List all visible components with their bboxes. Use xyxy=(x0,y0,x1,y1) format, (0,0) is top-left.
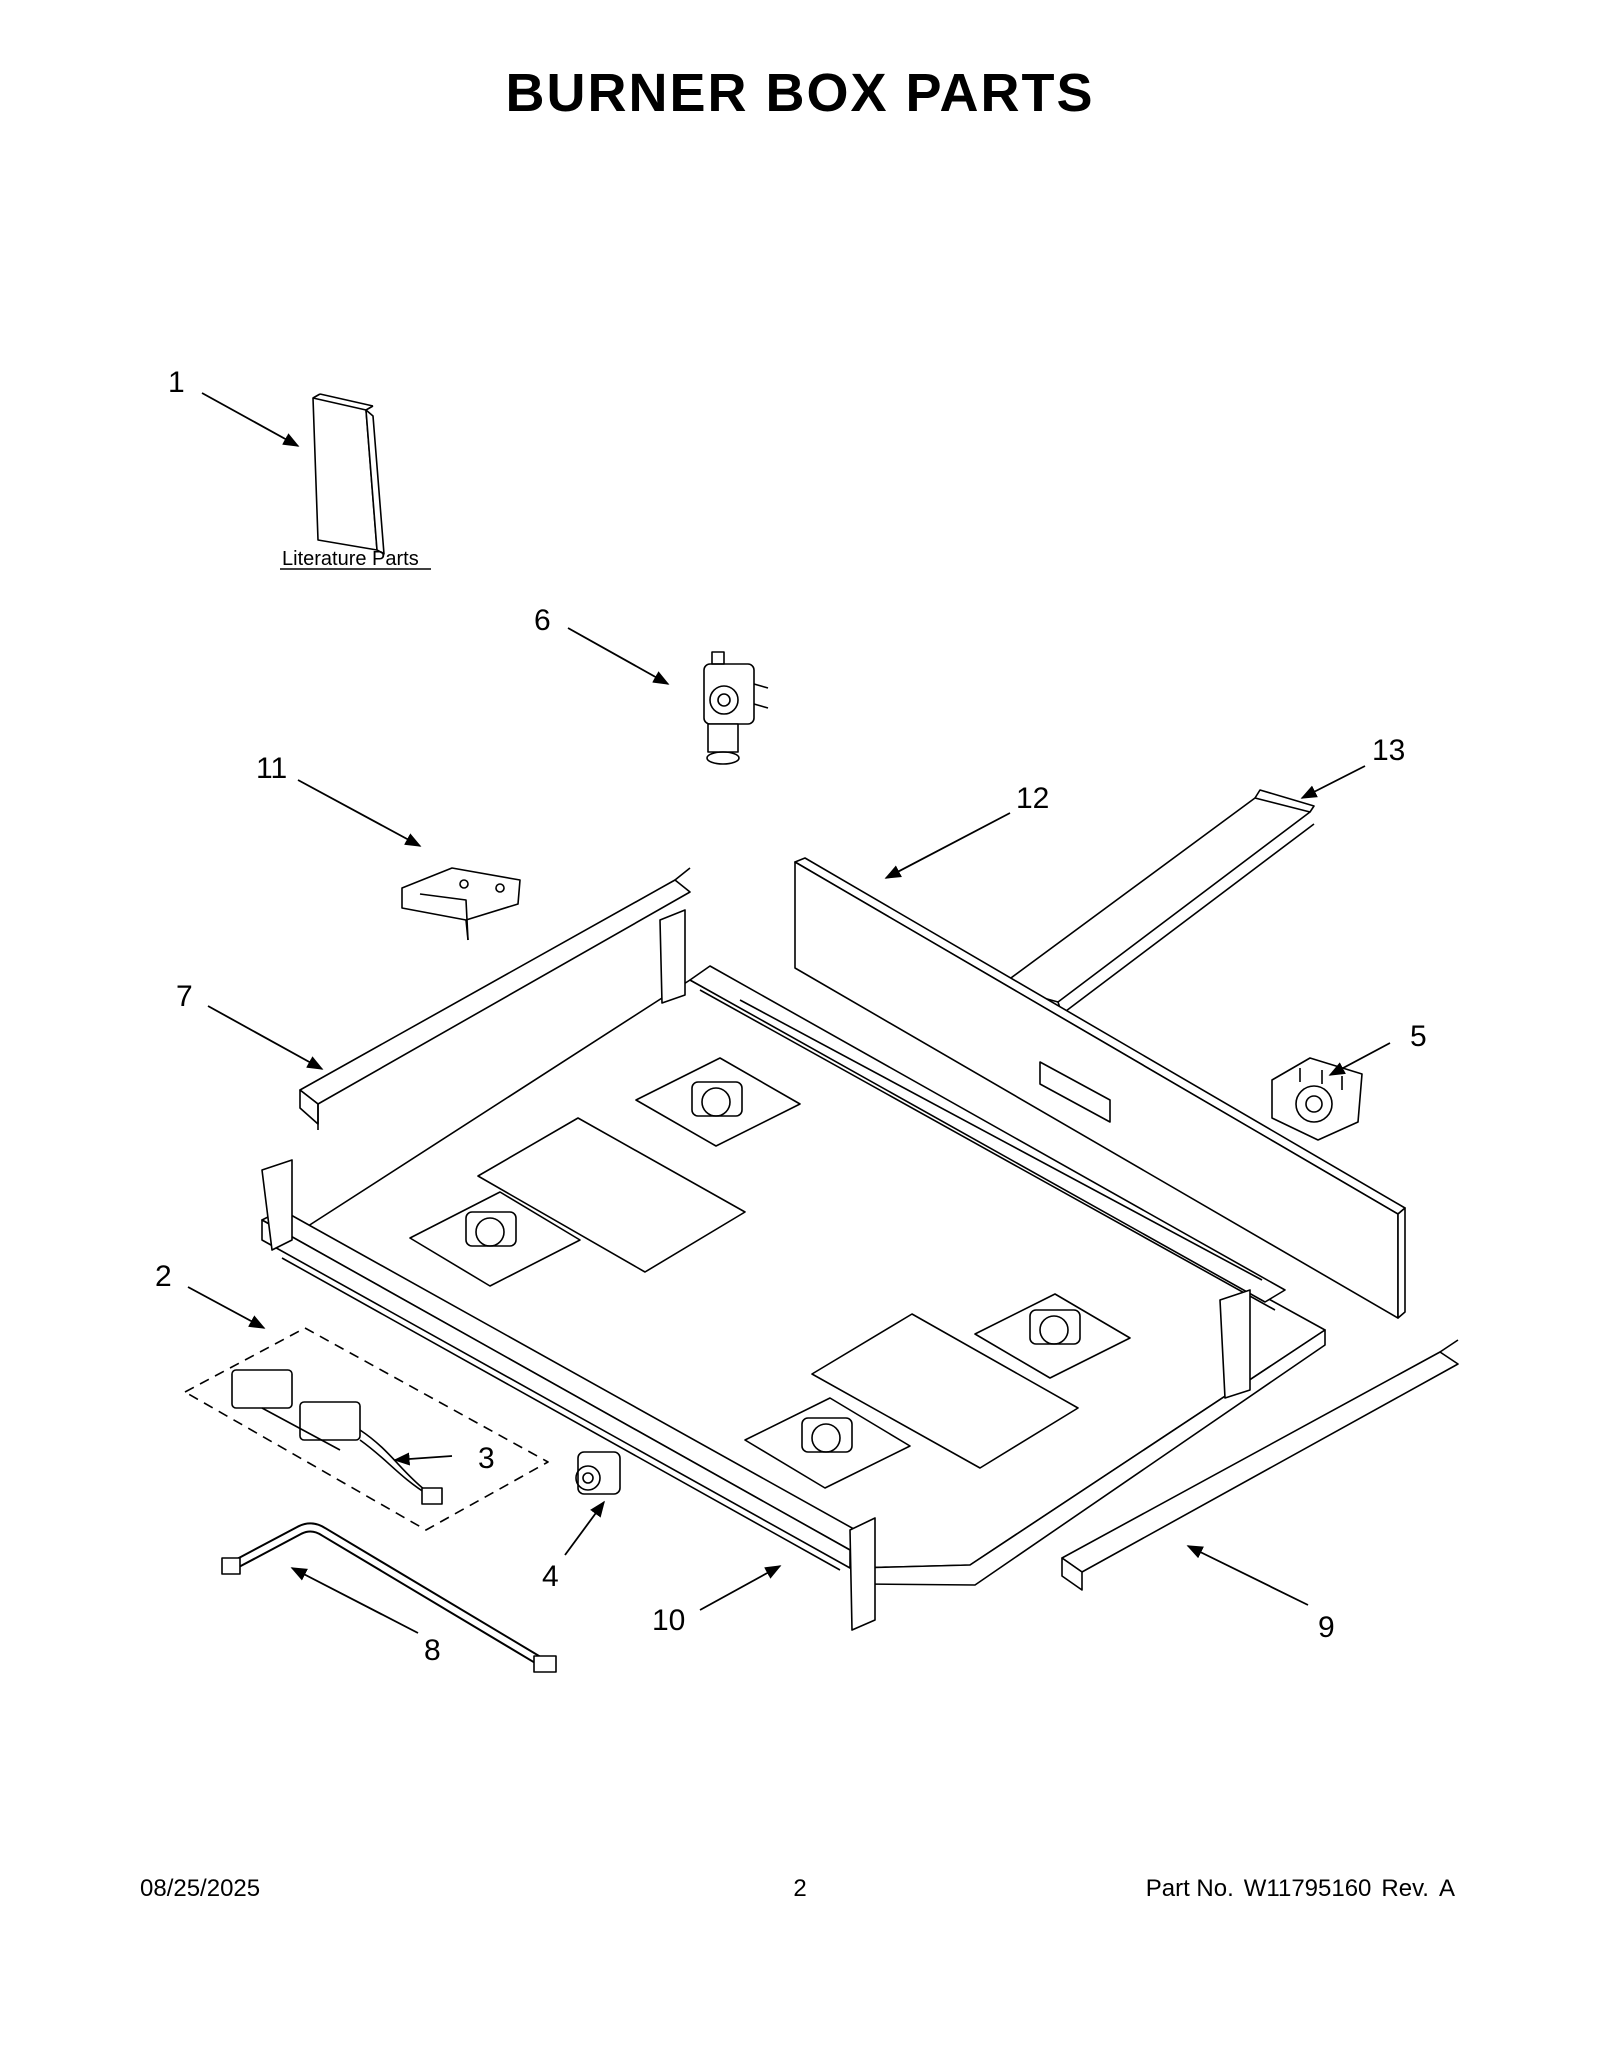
callout-5: 5 xyxy=(1410,1020,1427,1053)
gas-fitting xyxy=(575,1451,621,1495)
ignition-module xyxy=(1271,1057,1363,1141)
leader-lines xyxy=(187,392,1391,1634)
valve-assembly-group xyxy=(184,1327,549,1531)
rev-label: Rev. xyxy=(1381,1875,1429,1902)
valve-part xyxy=(703,651,769,765)
callout-8: 8 xyxy=(424,1634,441,1667)
leader-5 xyxy=(1328,1042,1391,1076)
leader-11 xyxy=(297,779,422,847)
leader-1 xyxy=(201,392,300,447)
callout-6: 6 xyxy=(534,604,551,637)
leader-12 xyxy=(884,812,1011,879)
callout-10: 10 xyxy=(652,1604,685,1637)
leader-10 xyxy=(699,1565,782,1611)
callout-2: 2 xyxy=(155,1260,172,1293)
callout-3: 3 xyxy=(478,1442,495,1475)
footer-page-number: 2 xyxy=(793,1875,807,1902)
leader-7 xyxy=(207,1005,324,1070)
callout-7: 7 xyxy=(176,980,193,1013)
part-label: Part No. xyxy=(1145,1875,1234,1902)
front-rail xyxy=(261,909,1251,1631)
side-rail-right xyxy=(1061,1339,1459,1591)
burner-plate-left xyxy=(409,1191,581,1287)
valve-manifold xyxy=(231,1369,443,1505)
gas-tube xyxy=(221,1522,557,1673)
callout-1: 1 xyxy=(168,366,185,399)
literature-booklet xyxy=(312,393,385,555)
page-title: BURNER BOX PARTS xyxy=(505,63,1095,123)
callout-11: 11 xyxy=(256,752,287,785)
leader-8 xyxy=(290,1567,419,1634)
side-rail-left xyxy=(299,867,691,1130)
leader-6 xyxy=(567,627,670,685)
leader-2 xyxy=(187,1286,266,1329)
bracket-part xyxy=(401,867,521,941)
cover-plate xyxy=(999,789,1315,1015)
callout-12: 12 xyxy=(1016,782,1049,815)
burner-box-tray xyxy=(261,857,1406,1631)
literature-label: Literature Parts xyxy=(282,548,419,570)
callout-13: 13 xyxy=(1372,734,1405,767)
leader-9 xyxy=(1186,1545,1309,1606)
leader-3 xyxy=(393,1452,453,1466)
rev-value: A xyxy=(1438,1875,1455,1902)
footer-date: 08/25/2025 xyxy=(140,1875,261,1902)
part-number: W11795160 xyxy=(1243,1875,1372,1902)
footer-part-info: Part No. W11795160 Rev. A xyxy=(1136,1875,1455,1903)
callout-9: 9 xyxy=(1318,1611,1335,1644)
burner-plate-front xyxy=(744,1397,911,1489)
leader-13 xyxy=(1300,765,1366,799)
burner-plate-right xyxy=(974,1293,1131,1379)
burner-plate-back xyxy=(635,1057,801,1147)
leader-4 xyxy=(564,1500,605,1556)
callout-4: 4 xyxy=(542,1560,559,1593)
